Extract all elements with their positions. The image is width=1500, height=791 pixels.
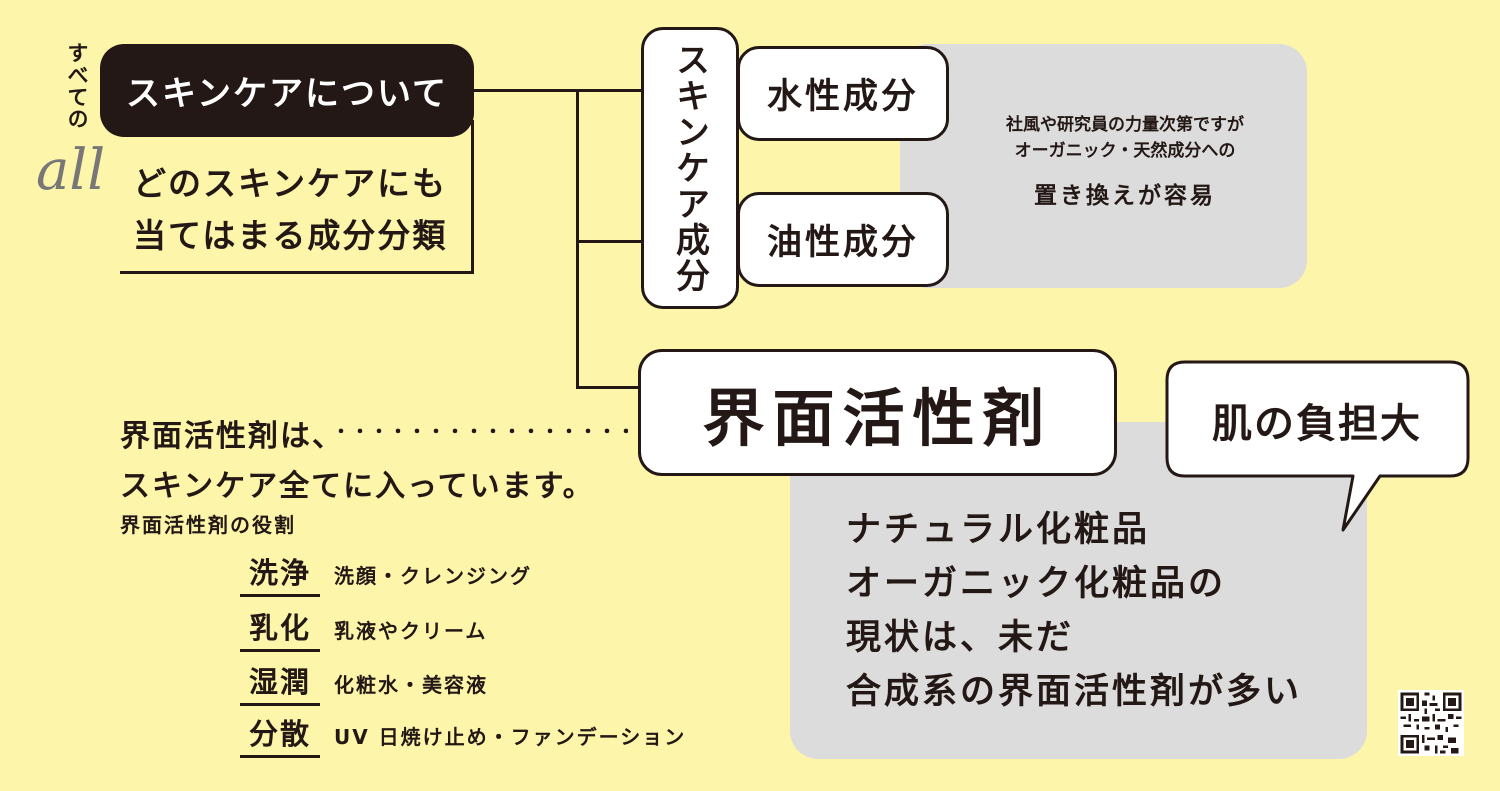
root-description-line2: 当てはまる成分分類 [133,216,448,255]
role-row: 分散 UV 日焼け止め・ファンデーション [240,711,686,758]
root-prefix: すべての [65,42,89,130]
surfactant-note-line1: ナチュラル化粧品 [846,510,1151,550]
connector-to-surfactant [576,386,640,389]
speech-bubble-shape [1165,360,1470,532]
ingredient-note-emphasis: 置き換えが容易 [1034,183,1216,209]
connector-to-vertical-box [576,240,642,243]
ingredient-note-line1: 社風や研究員の力量次第ですが [1006,115,1244,135]
surfactant-label: 界面活性剤 [702,381,1053,455]
water-ingredient-label: 水性成分 [766,77,919,117]
skincare-ingredients-box: スキンケア成分 [641,27,739,309]
oil-ingredient-box: 油性成分 [737,192,949,287]
root-bracket-bottom [120,271,474,274]
speech-bubble-label: 肌の負担大 [1212,401,1422,447]
role-term: 洗浄 [240,550,320,597]
root-title: スキンケアについて [126,74,448,114]
connector-trunk [576,89,579,389]
qr-code-icon[interactable] [1398,690,1464,756]
role-row: 湿潤 化粧水・美容液 [240,659,488,706]
ingredient-note-panel [900,44,1307,288]
surfactant-note-panel [790,422,1367,759]
surfactant-note-line3: 現状は、未だ [846,618,1075,658]
surfactant-note-line4: 合成系の界面活性剤が多い [846,672,1303,712]
speech-bubble [1165,360,1470,532]
root-description: どのスキンケアにも 当てはまる成分分類 [133,158,447,262]
role-description: 乳液やクリーム [334,619,488,643]
left-panel-line2: スキンケア全てに入っています。 [120,469,595,504]
left-panel-line1: 界面活性剤は、 [120,419,344,454]
roles-title: 界面活性剤の役割 [120,513,296,537]
role-description: 化粧水・美容液 [334,673,488,697]
root-bracket-vertical [471,120,474,274]
connector-root-right [474,89,642,92]
ingredient-note: 社風や研究員の力量次第ですが オーガニック・天然成分への [960,112,1290,164]
left-panel-title: 界面活性剤は、 スキンケア全てに入っています。 [120,412,595,512]
surfactant-note: ナチュラル化粧品 オーガニック化粧品の 現状は、未だ 合成系の界面活性剤が多い [846,503,1302,719]
surfactant-note-line2: オーガニック化粧品の [846,564,1227,604]
role-term: 分散 [240,711,320,758]
role-row: 乳化 乳液やクリーム [240,605,487,652]
role-description: UV 日焼け止め・ファンデーション [334,725,687,749]
role-term: 乳化 [240,605,320,652]
root-title-box: スキンケアについて [100,44,474,137]
surfactant-box: 界面活性剤 [638,349,1117,476]
ingredient-note-line2: オーガニック・天然成分への [1014,141,1236,161]
role-description: 洗顔・クレンジング [334,564,532,588]
role-term: 湿潤 [240,659,320,706]
skincare-ingredients-label: スキンケア成分 [669,42,710,294]
leader-dots: ・・・・・・・・・・・・・・・・・・・ [332,422,628,434]
root-description-line1: どのスキンケアにも [133,164,448,203]
oil-ingredient-label: 油性成分 [766,223,919,263]
all-script-text: all [36,138,106,203]
water-ingredient-box: 水性成分 [737,46,949,141]
role-row: 洗浄 洗顔・クレンジング [240,550,532,597]
